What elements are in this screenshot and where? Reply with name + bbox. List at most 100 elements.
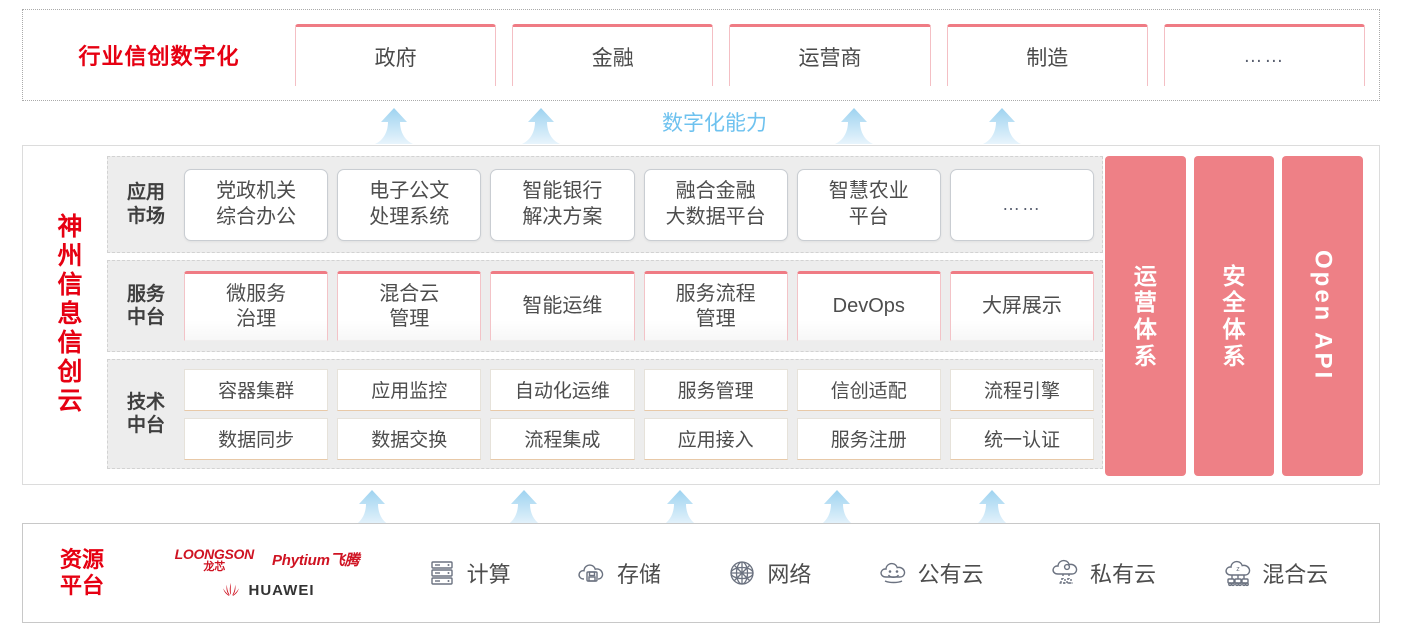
- pillar-label: 安 全 体 系: [1223, 263, 1246, 370]
- tile-unified-auth[interactable]: 统一认证: [949, 417, 1095, 460]
- layer-row-service-platform: 服务 中台 微服务 治理 混合云 管理: [107, 260, 1103, 352]
- layer-label-line: 市场: [126, 205, 165, 227]
- industry-band-title: 行业信创数字化: [78, 44, 240, 69]
- huawei-logo-text: HUAWEI: [248, 582, 315, 599]
- tile-line: 解决方案: [522, 205, 603, 228]
- tile-edoc-system[interactable]: 电子公文 处理系统: [337, 168, 482, 241]
- resource-item-public-cloud[interactable]: 公有云: [877, 557, 984, 589]
- loongson-logo-text: LOONGSON: [174, 545, 255, 562]
- phytium-logo: Phytium飞腾: [271, 552, 360, 569]
- resource-title-line: 平台: [59, 573, 104, 598]
- up-arrow-icon: [352, 489, 391, 526]
- resource-item-storage[interactable]: 存储: [576, 557, 661, 589]
- tile-app-monitoring[interactable]: 应用监控: [337, 368, 482, 411]
- tile-line: 服务流程: [675, 282, 756, 305]
- loongson-logo-subtext: 龙芯: [203, 560, 226, 573]
- cloud-title-char: 信: [57, 328, 83, 357]
- layer-row-tech-platform: 技术 中台 容器集群 应用监控 自动化运维 服务管理 信创适配 流程引擎 数据同…: [107, 359, 1103, 469]
- cloud-title-char: 神: [57, 212, 83, 241]
- huawei-logo: HUAWEI: [220, 582, 315, 600]
- pillar-char: 体: [1133, 316, 1157, 342]
- tile-process-engine[interactable]: 流程引擎: [949, 368, 1095, 411]
- layer-label-line: 服务: [126, 283, 165, 305]
- svg-text:z: z: [1237, 566, 1241, 573]
- up-arrow-icon: [660, 489, 699, 526]
- layer-label-line: 应用: [126, 182, 165, 204]
- tile-line: DevOps: [832, 295, 905, 318]
- tile-smart-agriculture[interactable]: 智慧农业 平台: [796, 168, 941, 241]
- tile-line: 大屏展示: [981, 295, 1062, 318]
- pillar-list: 运 营 体 系 安 全 体 系 Open API: [1105, 156, 1364, 476]
- tile-line: 混合云: [379, 282, 440, 305]
- vendor-logo-list: LOONGSON 龙芯 Phytium飞腾: [141, 547, 393, 600]
- tile-service-management[interactable]: 服务管理: [643, 368, 788, 411]
- pillar-label: Open API: [1309, 250, 1337, 382]
- resource-item-label: 存储: [616, 562, 661, 587]
- up-arrow-icon: [521, 107, 561, 145]
- tile-app-access[interactable]: 应用接入: [643, 417, 788, 460]
- tile-line: ……: [1001, 194, 1042, 215]
- pillar-char: 运: [1133, 262, 1157, 289]
- pillar-char: 全: [1222, 289, 1246, 316]
- resource-item-hybrid-cloud[interactable]: z 混合云: [1221, 557, 1328, 589]
- resource-item-network[interactable]: 网络: [726, 557, 811, 589]
- industry-card-label: 政府: [374, 46, 417, 70]
- tile-app-more[interactable]: ……: [949, 168, 1095, 241]
- industry-card-operator[interactable]: 运营商: [729, 24, 931, 86]
- layer-label-line: 技术: [126, 391, 165, 413]
- resource-item-label: 网络: [767, 562, 812, 587]
- connector-top: 数字化能力: [22, 103, 1380, 145]
- tile-container-cluster[interactable]: 容器集群: [184, 368, 329, 411]
- tile-microservice-governance[interactable]: 微服务 治理: [184, 271, 329, 341]
- service-platform-tiles: 微服务 治理 混合云 管理 智能运维: [184, 271, 1095, 341]
- pillar-char: 系: [1222, 342, 1246, 369]
- tile-dashboard-display[interactable]: 大屏展示: [949, 271, 1095, 341]
- resource-item-private-cloud[interactable]: 私有云: [1049, 557, 1156, 589]
- tile-line: 管理: [695, 308, 736, 330]
- tile-xinchuang-adaptation[interactable]: 信创适配: [796, 368, 941, 411]
- pillar-char: 安: [1222, 262, 1246, 289]
- tile-line: 智能运维: [522, 295, 603, 318]
- tile-devops[interactable]: DevOps: [796, 271, 941, 341]
- tile-service-registry[interactable]: 服务注册: [796, 417, 941, 460]
- tile-line: 融合金融: [675, 180, 756, 203]
- tile-fintech-bigdata[interactable]: 融合金融 大数据平台: [643, 168, 788, 241]
- tile-line: 智慧农业: [828, 180, 909, 203]
- tile-service-process-mgmt[interactable]: 服务流程 管理: [643, 271, 788, 341]
- tech-platform-grid: 容器集群 应用监控 自动化运维 服务管理 信创适配 流程引擎 数据同步 数据交换…: [184, 368, 1095, 460]
- huawei-flower-icon: [220, 582, 242, 600]
- cloud-title-char: 创: [57, 357, 83, 386]
- resource-item-label: 私有云: [1089, 562, 1156, 587]
- digital-capability-label: 数字化能力: [662, 112, 767, 135]
- tile-process-integration[interactable]: 流程集成: [490, 417, 635, 460]
- tile-intelligent-ops[interactable]: 智能运维: [490, 271, 635, 341]
- server-icon: [426, 557, 458, 589]
- industry-card-label: 金融: [591, 46, 634, 70]
- tile-smart-bank[interactable]: 智能银行 解决方案: [490, 168, 635, 241]
- pillar-open-api[interactable]: Open API: [1282, 156, 1364, 476]
- layer-label-tech-platform: 技术 中台: [108, 391, 184, 437]
- industry-card-finance[interactable]: 金融: [512, 24, 714, 86]
- resource-item-compute[interactable]: 计算: [426, 557, 511, 589]
- vendor-logo-row: HUAWEI: [220, 582, 315, 600]
- tile-data-exchange[interactable]: 数据交换: [337, 417, 482, 460]
- industry-card-list: 政府 金融 运营商 制造 ……: [295, 10, 1379, 100]
- public-cloud-icon: [877, 557, 909, 589]
- pillar-char: 系: [1133, 342, 1157, 369]
- tile-automated-ops[interactable]: 自动化运维: [490, 368, 635, 411]
- pillar-security-system[interactable]: 安 全 体 系: [1193, 156, 1275, 476]
- industry-card-more[interactable]: ……: [1163, 24, 1366, 86]
- cloud-title-char: 云: [57, 386, 83, 415]
- cloud-layer-list: 应用 市场 党政机关 综合办公 电子公文 处理系统: [107, 156, 1103, 476]
- industry-card-manufacturing[interactable]: 制造: [946, 24, 1148, 86]
- industry-card-government[interactable]: 政府: [295, 24, 497, 86]
- tile-line: 治理: [236, 308, 277, 330]
- tile-line: 微服务: [226, 282, 287, 305]
- pillar-char: 营: [1133, 289, 1157, 316]
- tile-data-sync[interactable]: 数据同步: [184, 417, 329, 460]
- tile-hybrid-cloud-mgmt[interactable]: 混合云 管理: [337, 271, 482, 341]
- pillar-operations-system[interactable]: 运 营 体 系: [1105, 156, 1186, 476]
- app-market-tiles: 党政机关 综合办公 电子公文 处理系统 智能银行 解决方案: [184, 168, 1095, 241]
- tile-party-gov-office[interactable]: 党政机关 综合办公: [184, 168, 329, 241]
